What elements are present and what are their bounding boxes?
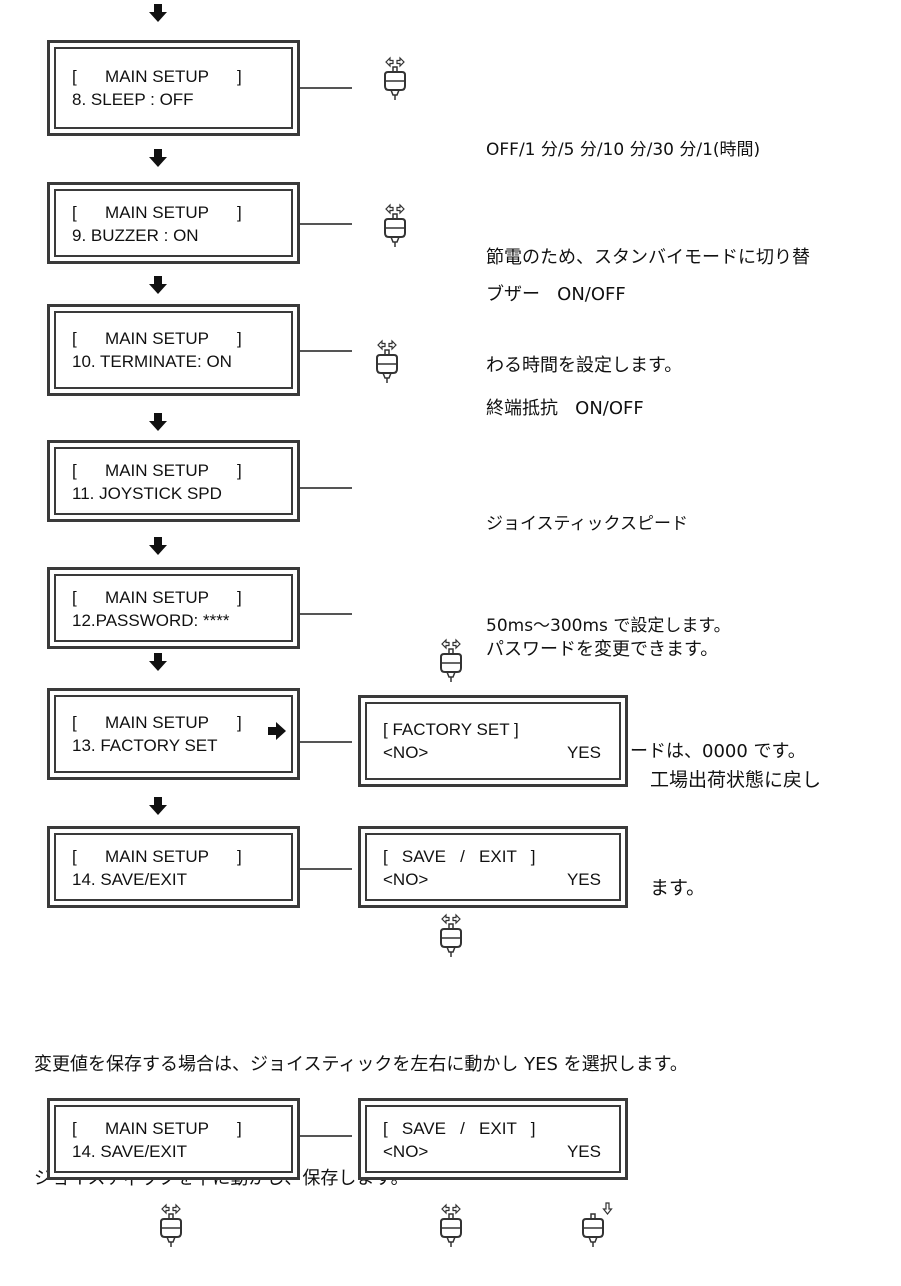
lcd-dialog-factory-set: [ FACTORY SET ] <NO> YES bbox=[358, 695, 628, 787]
joystick-left-right-icon bbox=[380, 53, 410, 101]
note-line: OFF/1 分/5 分/10 分/30 分/1(時間) bbox=[486, 140, 761, 160]
connector-line bbox=[300, 1135, 352, 1137]
no-option[interactable]: <NO> bbox=[383, 870, 429, 889]
connector-line bbox=[300, 350, 352, 352]
lcd-line-2: 11. JOYSTICK SPD bbox=[72, 484, 222, 503]
instruction-line: 変更値を保存する場合は、ジョイスティックを左右に動かし YES を選択します。 bbox=[34, 1054, 688, 1075]
joystick-left-right-icon bbox=[156, 1200, 186, 1248]
joystick-left-right-icon bbox=[436, 635, 466, 683]
joystick-left-right-icon bbox=[380, 200, 410, 248]
lcd-line-1: [ MAIN SETUP ] bbox=[72, 588, 242, 607]
joystick-down-icon bbox=[578, 1200, 618, 1248]
lcd-line-1: [ MAIN SETUP ] bbox=[72, 67, 242, 86]
down-arrow-icon bbox=[148, 797, 168, 815]
lcd-screen-save-exit-bottom: [ MAIN SETUP ] 14. SAVE/EXIT bbox=[47, 1098, 300, 1180]
down-arrow-icon bbox=[148, 413, 168, 431]
lcd-screen-buzzer: [ MAIN SETUP ] 9. BUZZER : ON bbox=[47, 182, 300, 264]
lcd-line-2: 12.PASSWORD: **** bbox=[72, 611, 230, 630]
connector-line bbox=[300, 223, 352, 225]
note-line: 50ms～300ms で設定します。 bbox=[486, 616, 731, 636]
joystick-left-right-icon bbox=[436, 1200, 466, 1248]
lcd-dialog-save-exit: [ SAVE / EXIT ] <NO> YES bbox=[358, 826, 628, 908]
down-arrow-icon bbox=[148, 653, 168, 671]
note-line: ジョイスティックスピード bbox=[486, 514, 688, 534]
note-joystick-speed: ジョイスティックスピード 50ms～300ms で設定します。 bbox=[486, 439, 731, 677]
lcd-line-1: [ MAIN SETUP ] bbox=[72, 203, 242, 222]
joystick-left-right-icon bbox=[436, 910, 466, 958]
yes-option[interactable]: YES bbox=[566, 1142, 601, 1161]
lcd-line-2: 8. SLEEP : OFF bbox=[72, 90, 194, 109]
down-arrow-icon bbox=[148, 4, 168, 22]
dialog-options: <NO> YES bbox=[383, 1140, 619, 1163]
connector-line bbox=[300, 87, 352, 89]
lcd-line-1: [ MAIN SETUP ] bbox=[72, 713, 242, 732]
lcd-line-1: [ MAIN SETUP ] bbox=[72, 847, 242, 866]
dialog-title: [ FACTORY SET ] bbox=[383, 720, 519, 739]
lcd-line-2: 14. SAVE/EXIT bbox=[72, 870, 187, 889]
lcd-screen-save-exit: [ MAIN SETUP ] 14. SAVE/EXIT bbox=[47, 826, 300, 908]
note-line: わる時間を設定します。 bbox=[486, 355, 683, 376]
note-line: ます。 bbox=[650, 877, 706, 899]
lcd-screen-sleep: [ MAIN SETUP ] 8. SLEEP : OFF bbox=[47, 40, 300, 136]
connector-line bbox=[300, 868, 352, 870]
dialog-title: [ SAVE / EXIT ] bbox=[383, 847, 536, 866]
note-buzzer: ブザー ON/OFF bbox=[486, 210, 626, 346]
connector-line bbox=[300, 487, 352, 489]
note-line: 工場出荷状態に戻し bbox=[650, 769, 822, 791]
connector-line bbox=[300, 741, 352, 743]
lcd-line-1: [ MAIN SETUP ] bbox=[72, 461, 242, 480]
down-arrow-icon bbox=[148, 276, 168, 294]
dialog-options: <NO> YES bbox=[383, 868, 619, 891]
right-arrow-icon bbox=[268, 722, 286, 740]
dialog-title: [ SAVE / EXIT ] bbox=[383, 1119, 536, 1138]
lcd-dialog-save-exit-bottom: [ SAVE / EXIT ] <NO> YES bbox=[358, 1098, 628, 1180]
note-line: 節電のため、スタンバイモードに切り替 bbox=[486, 247, 810, 268]
lcd-line-2: 14. SAVE/EXIT bbox=[72, 1142, 187, 1161]
lcd-line-2: 9. BUZZER : ON bbox=[72, 226, 199, 245]
yes-option[interactable]: YES bbox=[566, 743, 601, 762]
no-option[interactable]: <NO> bbox=[383, 1142, 429, 1161]
lcd-line-2: 13. FACTORY SET bbox=[72, 736, 218, 755]
lcd-screen-factory-set: [ MAIN SETUP ] 13. FACTORY SET bbox=[47, 688, 300, 780]
lcd-line-2: 10. TERMINATE: ON bbox=[72, 352, 232, 371]
note-terminate: 終端抵抗 ON/OFF bbox=[486, 324, 644, 460]
lcd-line-1: [ MAIN SETUP ] bbox=[72, 329, 242, 348]
yes-option[interactable]: YES bbox=[566, 870, 601, 889]
down-arrow-icon bbox=[148, 149, 168, 167]
note-factory-set: 工場出荷状態に戻し ます。 bbox=[650, 690, 821, 942]
lcd-line-1: [ MAIN SETUP ] bbox=[72, 1119, 242, 1138]
note-line: ブザー ON/OFF bbox=[486, 284, 626, 305]
note-line: 終端抵抗 ON/OFF bbox=[486, 398, 644, 419]
dialog-options: <NO> YES bbox=[383, 741, 619, 764]
note-line: パスワードを変更できます。 bbox=[486, 639, 719, 660]
joystick-left-right-icon bbox=[372, 336, 402, 384]
down-arrow-icon bbox=[148, 537, 168, 555]
no-option[interactable]: <NO> bbox=[383, 743, 429, 762]
lcd-screen-password: [ MAIN SETUP ] 12.PASSWORD: **** bbox=[47, 567, 300, 649]
lcd-screen-terminate: [ MAIN SETUP ] 10. TERMINATE: ON bbox=[47, 304, 300, 396]
note-sleep: OFF/1 分/5 分/10 分/30 分/1(時間) 節電のため、スタンバイモ… bbox=[486, 60, 810, 420]
connector-line bbox=[300, 613, 352, 615]
lcd-screen-joystick-speed: [ MAIN SETUP ] 11. JOYSTICK SPD bbox=[47, 440, 300, 522]
